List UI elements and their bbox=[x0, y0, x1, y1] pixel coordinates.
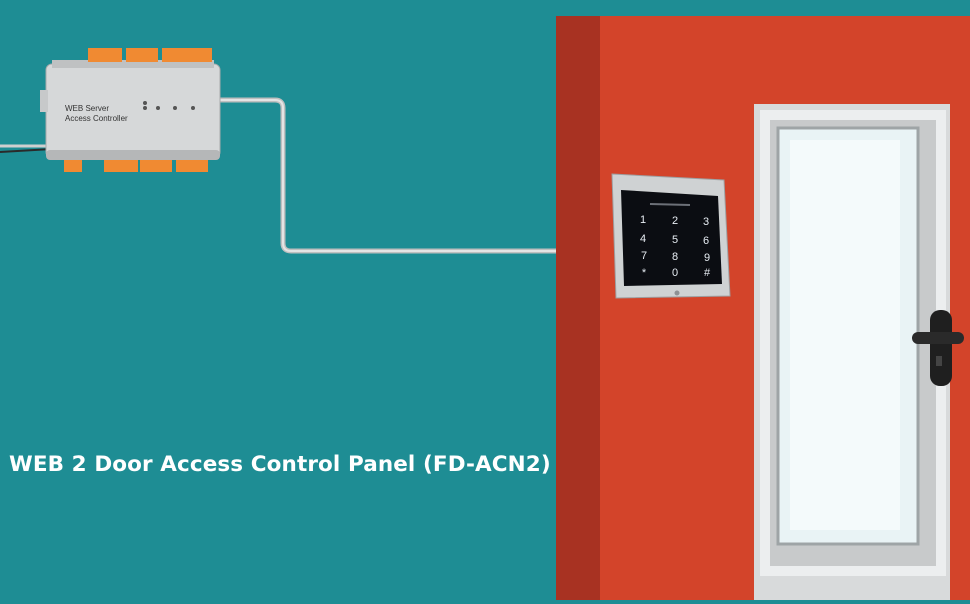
keypad-key[interactable]: 5 bbox=[671, 234, 679, 246]
keypad-key[interactable]: 7 bbox=[640, 250, 648, 262]
keypad-reader bbox=[611, 173, 731, 299]
keypad-key[interactable]: 6 bbox=[702, 235, 710, 247]
keypad-key[interactable]: 9 bbox=[703, 252, 711, 264]
keypad-key[interactable]: 1 bbox=[639, 214, 647, 226]
product-caption: WEB 2 Door Access Control Panel (FD-ACN2… bbox=[9, 452, 551, 477]
left-cable bbox=[0, 144, 53, 153]
controller-label-line2: Access Controller bbox=[65, 114, 128, 123]
keypad-key[interactable]: 0 bbox=[671, 267, 679, 279]
keypad-key[interactable]: * bbox=[641, 267, 647, 279]
controller-label-line1: WEB Server bbox=[65, 104, 110, 113]
keypad-key[interactable]: 3 bbox=[702, 216, 710, 228]
connection-cable bbox=[217, 97, 559, 254]
keypad-key[interactable]: 4 bbox=[639, 233, 647, 245]
access-controller-box bbox=[40, 48, 221, 172]
keypad-key[interactable]: # bbox=[703, 267, 711, 279]
door bbox=[754, 104, 964, 600]
keypad-key[interactable]: 8 bbox=[671, 251, 679, 263]
keypad-key[interactable]: 2 bbox=[671, 215, 679, 227]
